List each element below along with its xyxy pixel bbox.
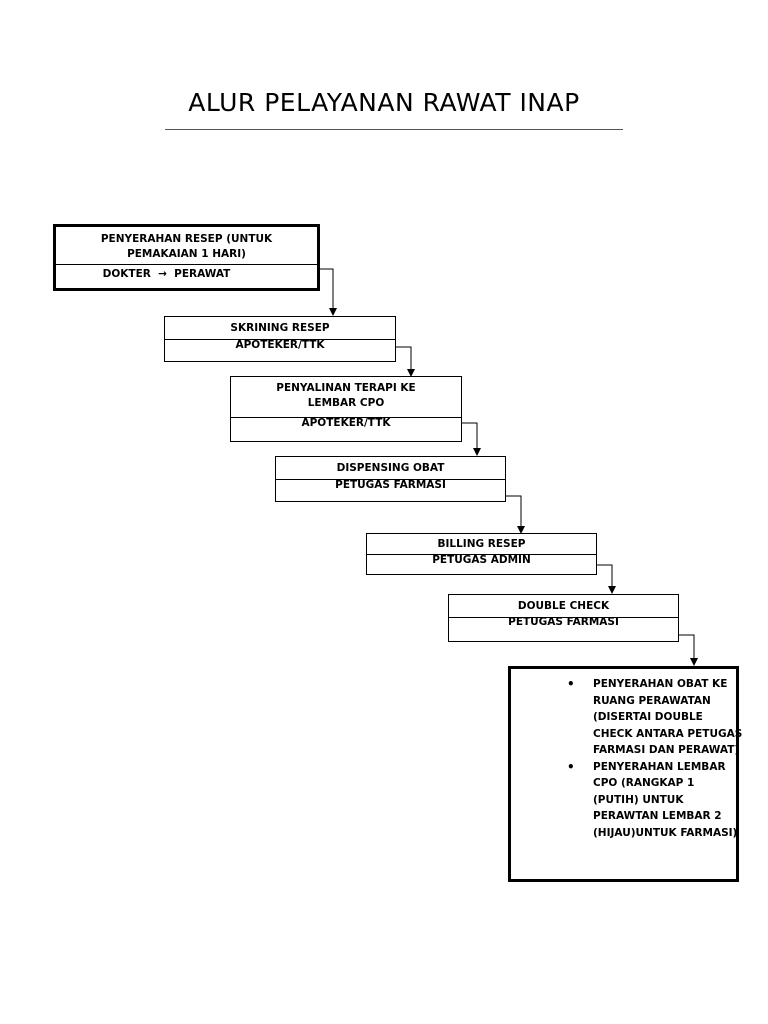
connector-2 — [396, 346, 415, 377]
step-1-task: PENYERAHAN RESEP (UNTUK PEMAKAIAN 1 HARI… — [100, 233, 273, 260]
final-item-1-text: PENYERAHAN OBAT KE RUANG PERAWATAN (DISE… — [593, 678, 743, 756]
final-item-2: • PENYERAHAN LEMBAR CPO (RANGKAP 1 (PUTI… — [511, 759, 743, 842]
step-4-actor: PETUGAS FARMASI — [335, 479, 446, 491]
step-2-actor: APOTEKER/TTK — [235, 339, 325, 351]
step-1-actor-to: PERAWAT — [174, 268, 231, 280]
step-4-divider — [276, 479, 505, 480]
connector-6 — [679, 634, 698, 666]
final-item-1: • PENYERAHAN OBAT KE RUANG PERAWATAN (DI… — [511, 676, 743, 759]
step-1-actor: DOKTER → PERAWAT — [16, 267, 317, 282]
step-box-1: PENYERAHAN RESEP (UNTUK PEMAKAIAN 1 HARI… — [53, 224, 320, 291]
step-box-6: DOUBLE CHECK PETUGAS FARMASI — [448, 594, 679, 642]
step-5-task: BILLING RESEP — [437, 538, 526, 550]
step-box-2: SKRINING RESEP APOTEKER/TTK — [164, 316, 396, 362]
step-3-divider — [231, 417, 461, 418]
step-box-5: BILLING RESEP PETUGAS ADMIN — [366, 533, 597, 575]
step-6-divider — [449, 617, 678, 618]
title-underline — [165, 129, 623, 130]
step-3-actor: APOTEKER/TTK — [301, 417, 391, 429]
connector-5 — [597, 564, 616, 594]
connector-4 — [506, 495, 525, 534]
connector-3 — [462, 422, 481, 456]
step-1-divider — [56, 264, 317, 265]
step-4-task: DISPENSING OBAT — [336, 462, 445, 474]
step-6-actor: PETUGAS FARMASI — [508, 616, 619, 628]
step-3-task: PENYALINAN TERAPI KE LEMBAR CPO — [276, 382, 416, 409]
final-item-2-text: PENYERAHAN LEMBAR CPO (RANGKAP 1 (PUTIH)… — [593, 760, 738, 839]
step-2-task: SKRINING RESEP — [230, 322, 330, 334]
bullet-icon: • — [567, 759, 575, 774]
step-box-3: PENYALINAN TERAPI KE LEMBAR CPO APOTEKER… — [230, 376, 462, 442]
step-1-actor-from: DOKTER — [102, 268, 151, 280]
step-5-divider — [367, 554, 596, 555]
step-5-actor: PETUGAS ADMIN — [432, 554, 531, 566]
step-box-4: DISPENSING OBAT PETUGAS FARMASI — [275, 456, 506, 502]
arrow-right-icon: → — [158, 268, 167, 280]
step-2-divider — [165, 339, 395, 340]
bullet-icon: • — [567, 677, 575, 691]
final-step-box: • PENYERAHAN OBAT KE RUANG PERAWATAN (DI… — [508, 666, 742, 882]
step-6-task: DOUBLE CHECK — [517, 600, 610, 612]
page-title: ALUR PELAYANAN RAWAT INAP — [188, 88, 580, 117]
final-step-list: • PENYERAHAN OBAT KE RUANG PERAWATAN (DI… — [511, 669, 742, 841]
connector-1 — [320, 268, 337, 316]
